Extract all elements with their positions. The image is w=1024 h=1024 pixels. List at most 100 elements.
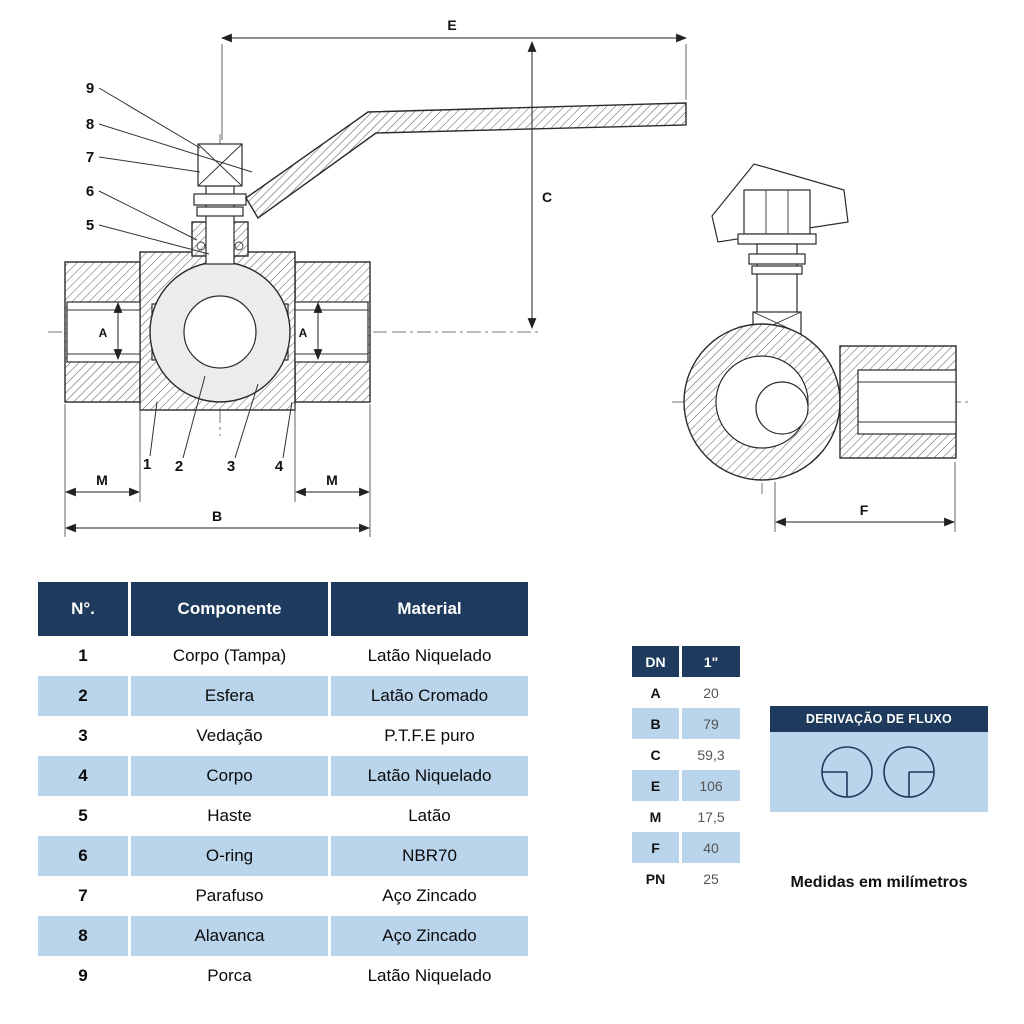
side-section-view: F [672,163,972,532]
part-callouts: 9 8 7 6 5 1 2 3 4 [86,80,293,475]
header-number: N°. [38,582,128,636]
header-component: Componente [131,582,328,636]
dimension-value: 40 [682,832,740,863]
callout-9: 9 [86,80,94,97]
right-bore [294,301,369,363]
dim-label-c: C [542,189,552,205]
component-number: 4 [38,756,128,796]
dimension-row: A 20 [632,677,740,708]
flow-derivation-box: DERIVAÇÃO DE FLUXO [770,706,988,812]
dimension-label: A [650,684,661,701]
washer [737,233,817,245]
dimension-row: B 79 [632,708,740,739]
component-material: Latão Niquelado [331,756,528,796]
table-row: 6 O-ring NBR70 [38,836,528,876]
dim-label-m-right: M [326,472,338,488]
dimension-value: 17,5 [697,808,725,825]
side-port-bore [857,369,957,435]
dimension-value: 106 [682,770,740,801]
component-material: Latão [408,806,451,825]
component-number: 8 [38,916,128,956]
component-material: Aço Zincado [382,886,477,905]
dimension-label: E [632,770,679,801]
callout-6: 6 [86,183,94,200]
dimension-value: 79 [682,708,740,739]
component-material: Latão Niquelado [367,966,492,985]
header-material: Material [331,582,528,636]
dimension-value: 25 [703,870,719,887]
dim-label-m-left: M [96,472,108,488]
handle-lever [245,102,687,220]
dim-label-b: B [212,508,222,524]
callout-8: 8 [86,116,94,133]
component-name: Corpo [131,756,328,796]
table-row: 8 Alavanca Aço Zincado [38,916,528,956]
ball-bore [183,295,257,369]
callout-2: 2 [175,458,183,475]
dim-label-a-left: A [99,326,108,340]
body-side-bore [755,381,809,435]
gland-lower [196,206,244,217]
dim-label-a-right: A [299,326,308,340]
dimension-row: C 59,3 [632,739,740,770]
component-name: Haste [207,806,252,825]
table-row: 7 Parafuso Aço Zincado [38,876,528,916]
front-view-dimensions: E C A A M M B [64,17,688,537]
component-number: 2 [38,676,128,716]
component-number: 9 [78,966,88,985]
component-name: Parafuso [195,886,264,905]
component-material: NBR70 [331,836,528,876]
table-row: 1 Corpo (Tampa) Latão Niquelado [38,636,528,676]
flow-direction-icons [821,746,935,798]
component-name: Corpo (Tampa) [172,646,287,665]
component-material: Latão Niquelado [367,646,492,665]
component-name: Esfera [131,676,328,716]
left-bore [66,301,141,363]
o-ring-right [234,241,244,251]
table-row: 9 Porca Latão Niquelado [38,956,528,996]
dimension-label: C [650,746,661,763]
dimension-label: F [632,832,679,863]
components-table: N°. Componente Material 1 Corpo (Tampa) … [38,582,528,996]
dimension-row: F 40 [632,832,740,863]
dimension-label: B [632,708,679,739]
component-name: O-ring [131,836,328,876]
table-row: 4 Corpo Latão Niquelado [38,756,528,796]
dn-label: DN [632,646,679,677]
dimension-value: 59,3 [697,746,725,763]
valve-technical-drawing: E C A A M M B 9 [48,17,972,537]
callout-1: 1 [143,456,151,473]
dimension-label: PN [645,870,666,887]
component-material: Aço Zincado [331,916,528,956]
component-number: 1 [78,646,88,665]
dimensions-table: DN 1" A 20 B 79 C 59,3 E 106 M 17,5 F 40… [632,646,740,894]
component-name: Porca [207,966,252,985]
components-table-header: N°. Componente Material [38,582,528,636]
dimension-row: PN 25 [632,863,740,894]
component-number: 7 [78,886,88,905]
dimension-row: E 106 [632,770,740,801]
component-material: P.T.F.E puro [384,726,475,745]
component-number: 5 [78,806,88,825]
gland-upper [193,193,247,206]
dimension-row: M 17,5 [632,801,740,832]
flow-box-body [770,732,988,812]
callout-7: 7 [86,149,94,166]
component-name: Vedação [196,726,263,745]
component-number: 3 [78,726,88,745]
front-section-view [48,102,687,436]
dimension-value: 20 [703,684,719,701]
gland-side-upper [748,253,806,265]
table-row: 5 Haste Latão [38,796,528,836]
table-row: 2 Esfera Latão Cromado [38,676,528,716]
gland-side-lower [751,265,803,275]
dimensions-table-header: DN 1" [632,646,740,677]
callout-3: 3 [227,458,235,475]
callout-4: 4 [275,458,284,475]
component-name: Alavanca [131,916,328,956]
component-material: Latão Cromado [331,676,528,716]
units-note: Medidas em milímetros [790,874,968,891]
o-ring-left [196,241,206,251]
table-row: 3 Vedação P.T.F.E puro [38,716,528,756]
